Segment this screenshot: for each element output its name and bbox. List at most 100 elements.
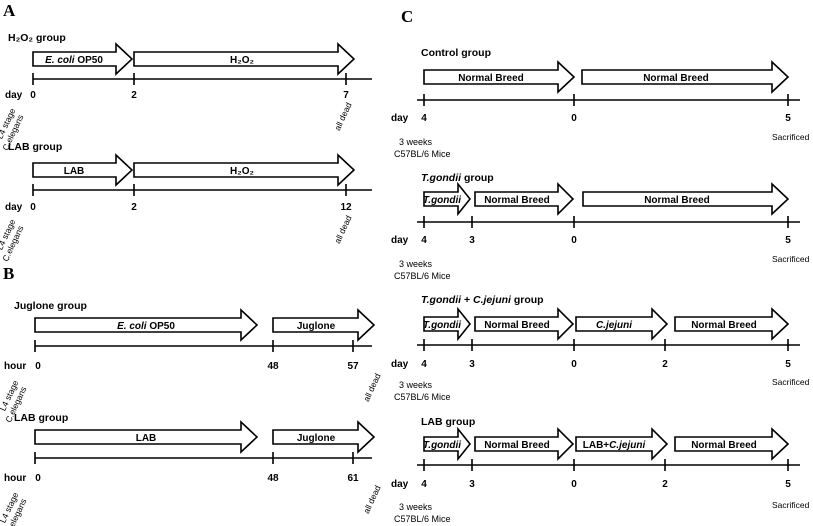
- a2-tick-label-0: 0: [30, 202, 36, 213]
- a2-start-note: L4 stage C.elegans: [0, 217, 25, 263]
- c4-lab-cjejuni-arrow: [575, 427, 669, 461]
- c4-normal-breed-arrow-2: [674, 427, 790, 461]
- panel-label-c: C: [401, 7, 413, 26]
- a1-end-note: all dead: [332, 101, 354, 132]
- b2-lab-arrow: [34, 420, 259, 454]
- c3-end-note: Sacrificed: [772, 377, 810, 387]
- svg-text:all dead: all dead: [361, 484, 383, 515]
- c1-normal-breed-arrow-1: [423, 60, 576, 94]
- c3-cjejuni-arrow: [575, 307, 669, 341]
- b2-end-note: all dead: [361, 484, 383, 515]
- c3-arrow-1-label: T.gondii: [423, 320, 461, 331]
- c1-start-note-1: 3 weeks: [399, 137, 433, 147]
- b1-tick-label-2: 57: [347, 361, 359, 372]
- a2-tick-label-1: 2: [131, 202, 137, 213]
- c4-tick-label-0: 4: [421, 479, 427, 490]
- c2-end-note: Sacrificed: [772, 254, 810, 264]
- b2-juglone-arrow: [272, 420, 376, 454]
- c3-start-note-1: 3 weeks: [399, 380, 433, 390]
- c4-end-note: Sacrificed: [772, 500, 810, 510]
- a2-tick-label-2: 12: [340, 202, 352, 213]
- c1-tick-label-1: 0: [571, 113, 577, 124]
- a2-end-note: all dead: [332, 214, 354, 245]
- c2-normal-breed-arrow-2: [582, 182, 790, 216]
- c3-tick-label-1: 3: [469, 359, 475, 370]
- b1-juglone-arrow: [272, 308, 376, 342]
- b2-lab-arrow-label: LAB: [136, 433, 157, 444]
- c2-tick-label-2: 0: [571, 235, 577, 246]
- c2-tick-label-1: 3: [469, 235, 475, 246]
- c3-arrow-4-label: Normal Breed: [691, 320, 757, 331]
- c4-tgondii-arrow: [423, 426, 472, 462]
- c2-arrow-3-label: Normal Breed: [644, 195, 710, 206]
- b1-tick-label-0: 0: [35, 361, 41, 372]
- a1-tick-label-0: 0: [30, 90, 36, 101]
- a1-ecoli-arrow-label: E. coli OP50: [45, 55, 103, 66]
- c3-tick-label-4: 5: [785, 359, 791, 370]
- b-lab-group-title: LAB group: [14, 412, 68, 424]
- a2-axis-label: day: [5, 202, 23, 213]
- c2-axis-label: day: [391, 235, 409, 246]
- c4-axis-label: day: [391, 479, 409, 490]
- c2-arrow-1-label: T.gondii: [423, 195, 461, 206]
- c2-tick-label-0: 4: [421, 235, 427, 246]
- c3-tgondii-arrow: [423, 306, 472, 342]
- c3-normal-breed-arrow-1: [474, 307, 575, 341]
- b2-axis-label: hour: [4, 473, 26, 484]
- a1-tick-label-2: 7: [343, 90, 349, 101]
- c1-arrow-1-label: Normal Breed: [458, 73, 524, 84]
- c4-tick-label-4: 5: [785, 479, 791, 490]
- c1-tick-label-0: 4: [421, 113, 427, 124]
- panel-label-b: B: [3, 264, 14, 283]
- c2-tick-label-3: 5: [785, 235, 791, 246]
- b1-ecoli-arrow: [34, 308, 259, 342]
- c-tgondii-cjejuni-group-title: T.gondii + C.jejuni group: [421, 294, 544, 306]
- c4-start-note-2: C57BL/6 Mice: [394, 514, 451, 524]
- c4-arrow-4-label: Normal Breed: [691, 440, 757, 451]
- c-tgondii-group-title: T.gondii group: [421, 172, 494, 184]
- b2-juglone-arrow-label: Juglone: [297, 433, 336, 444]
- c4-arrow-3-label: LAB+C.jejuni: [583, 440, 646, 451]
- c-lab-group-title: LAB group: [421, 416, 475, 428]
- c3-start-note-2: C57BL/6 Mice: [394, 392, 451, 402]
- c1-end-note: Sacrificed: [772, 132, 810, 142]
- a-h2o2-group-title: H₂O₂ group: [8, 32, 66, 44]
- c1-normal-breed-arrow-2: [581, 60, 790, 94]
- c1-start-note-2: C57BL/6 Mice: [394, 149, 451, 159]
- a2-h2o2-arrow: [133, 153, 356, 187]
- c4-start-note-1: 3 weeks: [399, 502, 433, 512]
- c3-arrow-2-label: Normal Breed: [484, 320, 550, 331]
- c4-tick-label-1: 3: [469, 479, 475, 490]
- a2-lab-arrow-label: LAB: [64, 166, 85, 177]
- b1-tick-label-1: 48: [267, 361, 279, 372]
- panel-label-a: A: [3, 1, 16, 20]
- c-control-group-title: Control group: [421, 47, 491, 59]
- c1-axis-label: day: [391, 113, 409, 124]
- c1-arrow-2-label: Normal Breed: [643, 73, 709, 84]
- c2-normal-breed-arrow-1: [474, 182, 575, 216]
- c4-tick-label-3: 2: [662, 479, 668, 490]
- c4-arrow-2-label: Normal Breed: [484, 440, 550, 451]
- c2-tgondii-arrow: [423, 181, 472, 217]
- c4-tick-label-2: 0: [571, 479, 577, 490]
- a1-h2o2-arrow: [133, 42, 356, 76]
- c3-tick-label-2: 0: [571, 359, 577, 370]
- c2-start-note-1: 3 weeks: [399, 259, 433, 269]
- c3-axis-label: day: [391, 359, 409, 370]
- a2-lab-arrow: [32, 153, 134, 187]
- a1-ecoli-arrow: [32, 42, 134, 76]
- b2-tick-label-1: 48: [267, 473, 279, 484]
- c4-normal-breed-arrow-1: [474, 427, 575, 461]
- b1-axis-label: hour: [4, 361, 26, 372]
- a-lab-group-title: LAB group: [8, 141, 62, 153]
- svg-text:all dead: all dead: [361, 372, 383, 403]
- b1-end-note: all dead: [361, 372, 383, 403]
- c3-tick-label-0: 4: [421, 359, 427, 370]
- c3-tick-label-3: 2: [662, 359, 668, 370]
- svg-text:all dead: all dead: [332, 214, 354, 245]
- svg-text:all dead: all dead: [332, 101, 354, 132]
- b1-juglone-arrow-label: Juglone: [297, 321, 336, 332]
- b1-ecoli-arrow-label: E. coli OP50: [117, 321, 175, 332]
- b2-start-note: L4 stage C.elegans: [0, 490, 28, 526]
